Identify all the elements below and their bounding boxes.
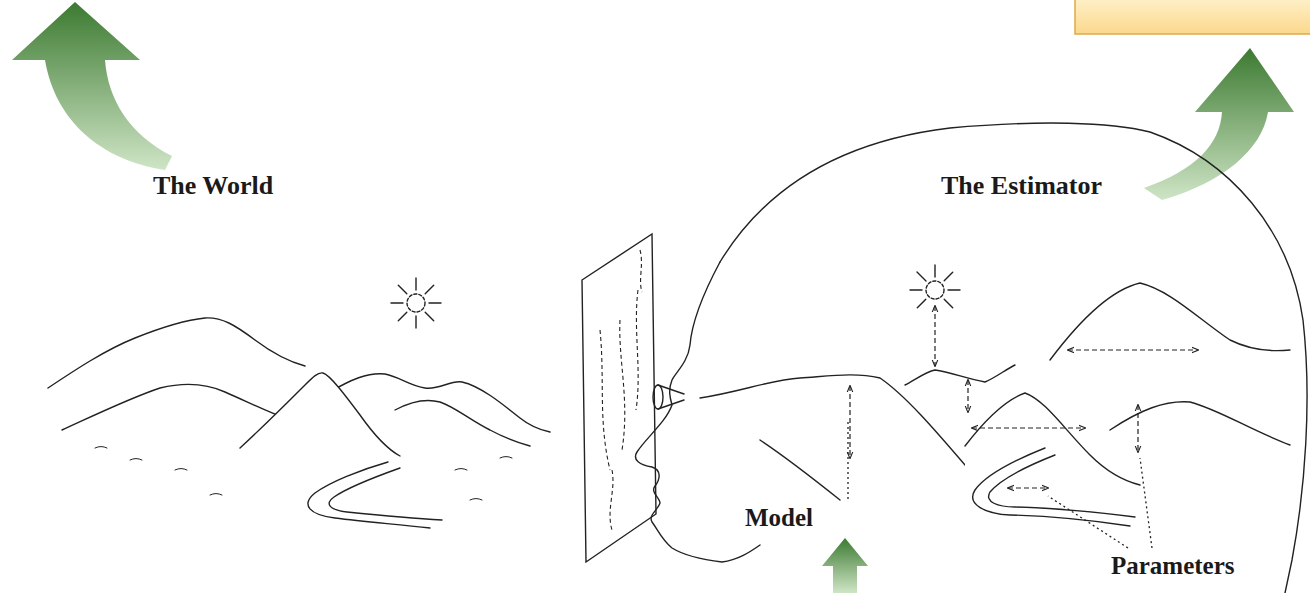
- parameter-arrow: [967, 380, 968, 412]
- leader-line: [1048, 496, 1128, 548]
- mountain-ridge: [240, 373, 400, 456]
- sun-rays: [391, 278, 441, 328]
- model-mountain: [700, 375, 965, 465]
- green-arrow: [822, 538, 868, 593]
- green-arrow: [1144, 48, 1294, 200]
- parameter-arrow: [934, 306, 935, 366]
- river-line: [329, 468, 442, 520]
- model-slope: [760, 440, 840, 500]
- world-landscape: [48, 278, 550, 528]
- leader-lines: [848, 422, 1152, 548]
- ground-hatch: [95, 447, 512, 501]
- mountain-ridge: [62, 384, 285, 430]
- image-plane: [582, 234, 656, 562]
- model-mountain: [965, 393, 1140, 485]
- green-arrow: [12, 2, 172, 170]
- mountain-ridge: [395, 400, 530, 446]
- eye: [653, 385, 663, 409]
- leader-line: [1140, 458, 1152, 548]
- eye: [658, 385, 684, 409]
- model-river: [989, 455, 1135, 517]
- parameter-arrow: [849, 386, 850, 458]
- parameter-arrow: [972, 427, 1085, 428]
- image-sketch: [600, 250, 642, 530]
- estimator-title: The Estimator: [938, 171, 1105, 201]
- mountain-ridge: [48, 318, 305, 388]
- sun: [926, 281, 944, 299]
- parameter-arrow: [1137, 405, 1138, 452]
- picture-plane: [582, 234, 656, 562]
- model-label: Model: [742, 504, 816, 533]
- sun-rays: [910, 265, 960, 308]
- model-mountain: [1050, 283, 1290, 360]
- parameters-label: Parameters: [1108, 552, 1238, 581]
- parameter-arrow: [1068, 349, 1198, 350]
- parameter-arrow: [1008, 487, 1048, 488]
- leader-line: [847, 422, 848, 500]
- parameter-arrows: [850, 306, 1198, 488]
- model-mountain: [905, 365, 1015, 385]
- sun: [407, 294, 425, 312]
- mountain-fill: [240, 373, 400, 480]
- head-outline: [720, 123, 1307, 593]
- world-title: The World: [150, 171, 276, 201]
- note-box: [1075, 0, 1310, 34]
- estimator-head: [635, 123, 1307, 593]
- model-mountain: [1110, 402, 1290, 445]
